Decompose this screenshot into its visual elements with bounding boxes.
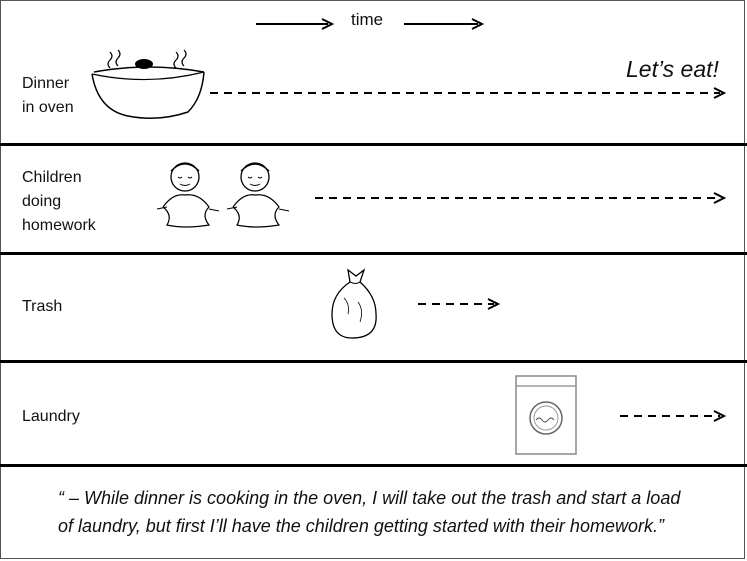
row-label-trash: Trash: [22, 295, 62, 319]
row-label-line: in oven: [22, 99, 74, 116]
row-label-line: Trash: [22, 298, 63, 315]
row-divider: [0, 252, 747, 255]
trash-bag-icon: [331, 268, 377, 339]
row-label-children: Children doing homework: [22, 166, 96, 238]
row-divider: [0, 464, 747, 467]
lets-eat-text: Let’s eat!: [626, 56, 719, 82]
dinner-arrow: [210, 87, 727, 99]
washing-machine-icon: [515, 375, 577, 455]
row-label-line: Children: [22, 169, 82, 186]
row-label-line: Laundry: [22, 408, 80, 425]
row-label-line: doing: [22, 193, 62, 210]
row-divider: [0, 360, 747, 363]
row-label-line: homework: [22, 217, 96, 234]
trash-arrow: [418, 298, 501, 310]
time-arrow-right: [404, 18, 485, 30]
row-label-line: Dinner: [22, 75, 70, 92]
quote-line: of laundry, but first I’ll have the chil…: [58, 516, 664, 536]
bowl-icon: [91, 49, 205, 119]
time-label: time: [351, 10, 384, 29]
children-icon: [156, 162, 290, 228]
quote-text: “ – While dinner is cooking in the oven,…: [58, 484, 738, 540]
row-divider: [0, 143, 747, 146]
row-label-laundry: Laundry: [22, 405, 80, 429]
laundry-arrow: [620, 410, 727, 422]
row-label-dinner: Dinner in oven: [22, 72, 74, 120]
time-arrow-left: [256, 18, 335, 30]
children-arrow: [315, 192, 727, 204]
quote-line: “ – While dinner is cooking in the oven,…: [58, 488, 681, 508]
